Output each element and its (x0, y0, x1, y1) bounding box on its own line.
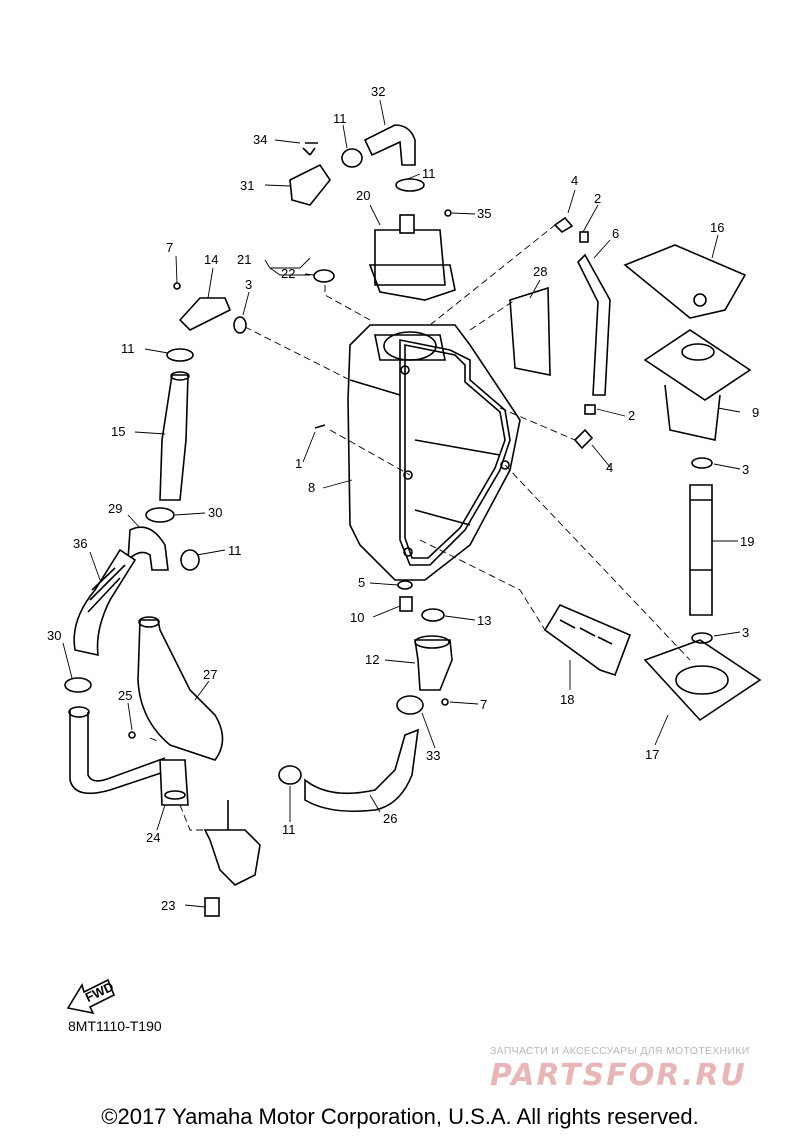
callout-19: 19 (740, 534, 754, 549)
callout-11: 11 (121, 341, 135, 356)
callout-23: 23 (161, 898, 175, 913)
watermark-tagline: ЗАПЧАСТИ И АКСЕССУАРЫ ДЛЯ МОТОТЕХНИКИ (490, 1045, 750, 1057)
callout-34: 34 (253, 132, 267, 147)
callout-27: 27 (203, 667, 217, 682)
callout-18: 18 (560, 692, 574, 707)
callout-2: 2 (628, 408, 635, 423)
callout-31: 31 (240, 178, 254, 193)
callout-30: 30 (208, 505, 222, 520)
callout-6: 6 (612, 226, 619, 241)
callout-3: 3 (742, 625, 749, 640)
callout-8: 8 (308, 480, 315, 495)
leader-lines (62, 99, 741, 908)
bracket-part-24 (159, 759, 189, 806)
callout-14: 14 (204, 252, 218, 267)
callout-26: 26 (383, 811, 397, 826)
callout-25: 25 (118, 688, 132, 703)
callout-35: 35 (477, 206, 491, 221)
hose-part-36 (73, 548, 137, 657)
callout-28: 28 (533, 264, 547, 279)
drawing-code: 8MT1110-T190 (68, 1018, 162, 1034)
watermark-logo: PARTSFOR.RU (490, 1058, 747, 1093)
fitting-part-14 (178, 297, 232, 331)
callout-3: 3 (245, 277, 252, 292)
fwd-arrow-icon: FWD (66, 979, 116, 1015)
callout-15: 15 (111, 424, 125, 439)
sheet-part-18 (543, 603, 632, 677)
callout-30: 30 (47, 628, 61, 643)
tank-part-8 (347, 324, 521, 581)
callout-22: 22 (281, 266, 295, 281)
callout-4: 4 (606, 460, 613, 475)
tube-part-19 (689, 484, 713, 616)
callout-7: 7 (166, 240, 173, 255)
callout-5: 5 (358, 575, 365, 590)
callout-4: 4 (571, 173, 578, 188)
callout-11: 11 (228, 543, 242, 558)
plate-part-16 (623, 244, 747, 319)
callout-33: 33 (426, 748, 440, 763)
callout-1: 1 (295, 456, 302, 471)
callout-21: 21 (237, 252, 251, 267)
callout-9: 9 (752, 405, 759, 420)
callout-13: 13 (477, 613, 491, 628)
hose-part-27 (68, 616, 224, 795)
callout-29: 29 (108, 501, 122, 516)
bracket-part-23 (203, 800, 261, 917)
sheet-part-28 (509, 286, 551, 376)
hose-part-32 (363, 124, 416, 166)
callout-10: 10 (350, 610, 364, 625)
callout-36: 36 (73, 536, 87, 551)
callout-11: 11 (282, 822, 296, 837)
callout-7: 7 (480, 697, 487, 712)
callout-17: 17 (645, 747, 659, 762)
callout-24: 24 (146, 830, 160, 845)
callout-12: 12 (365, 652, 379, 667)
fitting-part-12 (414, 635, 453, 691)
plate-part-17 (643, 639, 762, 722)
callout-16: 16 (710, 220, 724, 235)
callout-3: 3 (742, 462, 749, 477)
housing-part-9 (643, 329, 752, 441)
callout-20: 20 (356, 188, 370, 203)
copyright-notice: ©2017 Yamaha Motor Corporation, U.S.A. A… (101, 1104, 699, 1129)
hose-part-29 (127, 526, 169, 571)
pipe-part-6 (577, 253, 611, 396)
cap-part-20 (368, 214, 456, 301)
callout-11: 11 (422, 166, 436, 181)
callout-2: 2 (594, 191, 601, 206)
assembly-lines (149, 224, 691, 831)
callout-32: 32 (371, 84, 385, 99)
fitting-part-31 (289, 163, 331, 206)
callouts: 34 11 32 31 11 20 35 21 22 7 14 3 11 15 … (47, 84, 759, 913)
hose-part-15 (159, 371, 190, 501)
hose-part-26 (304, 728, 419, 813)
small-parts (64, 142, 713, 785)
callout-11: 11 (333, 111, 347, 126)
